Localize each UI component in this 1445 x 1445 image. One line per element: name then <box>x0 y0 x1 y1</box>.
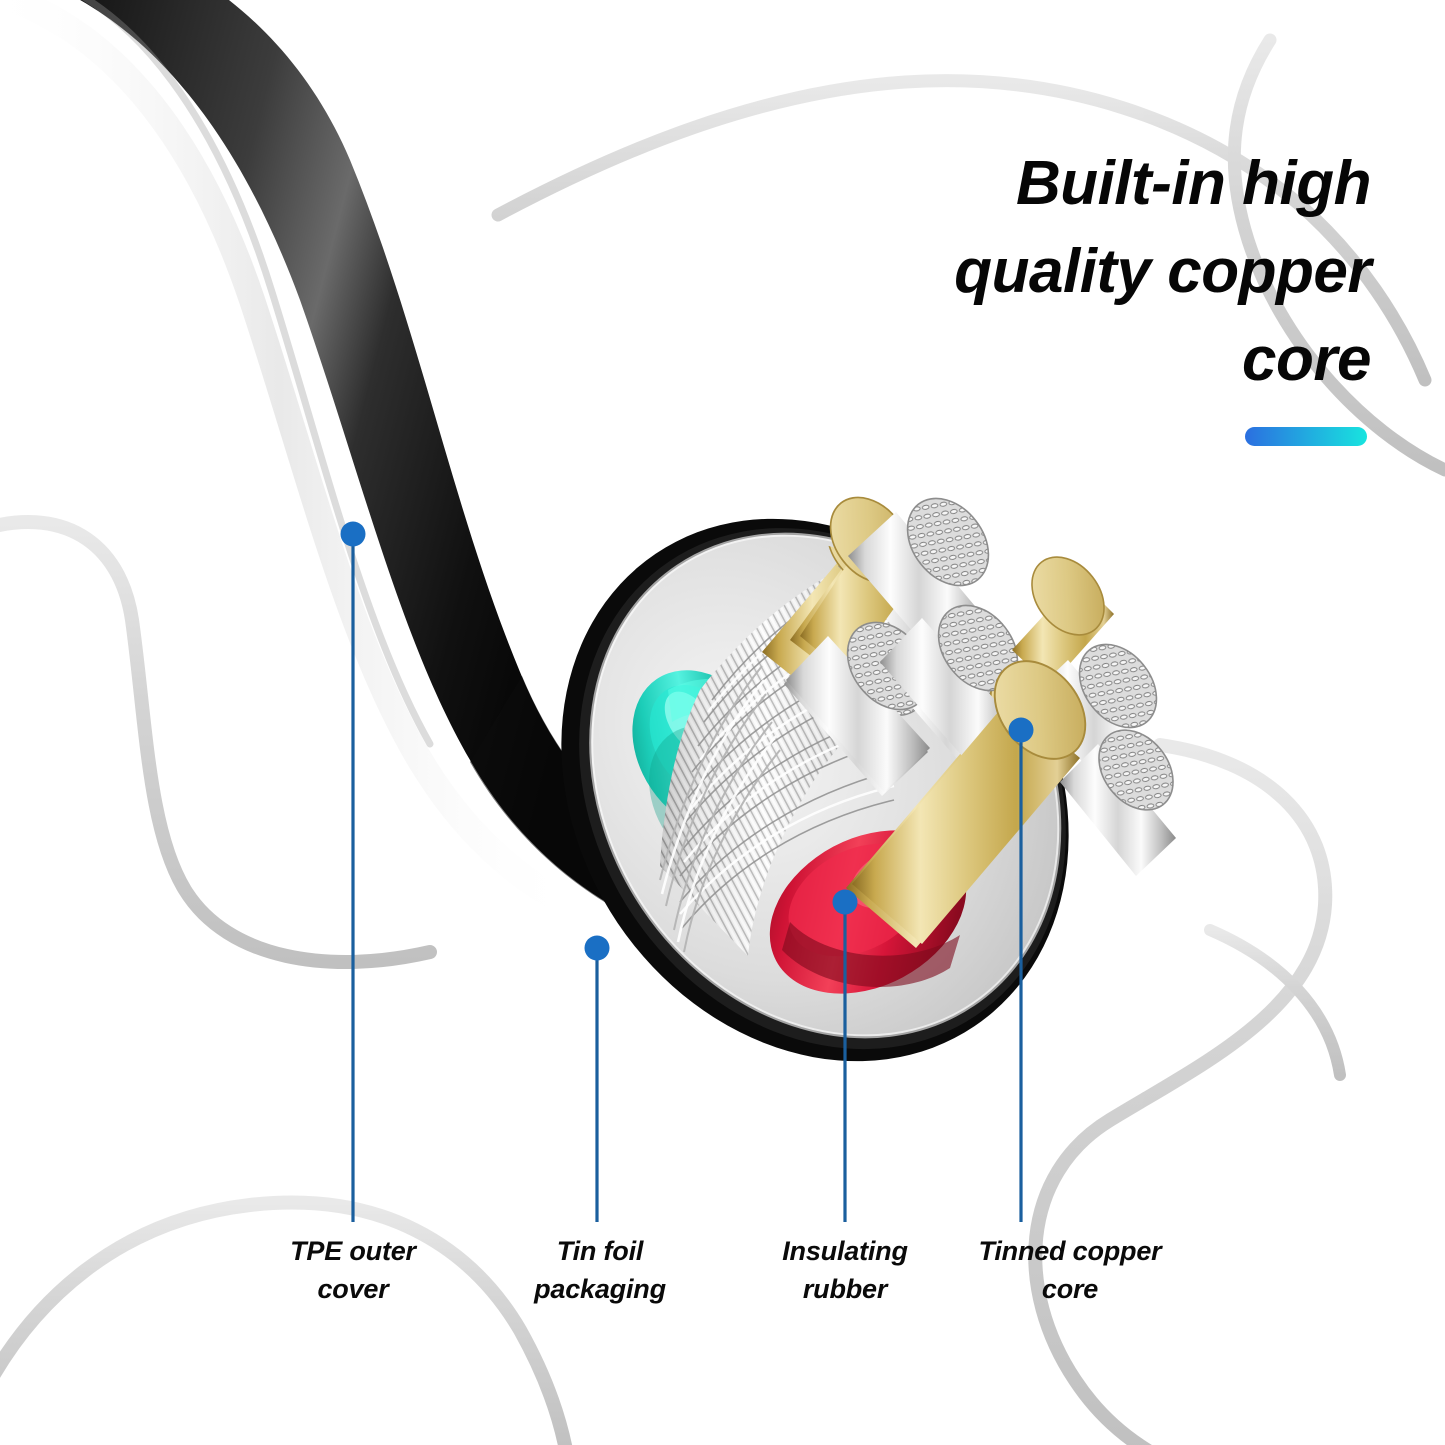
callout-lines <box>351 534 1023 1222</box>
callout-dot-tinned-copper-core <box>1008 717 1034 743</box>
callout-dot-tin-foil-packaging <box>584 935 610 961</box>
callout-dots <box>340 521 1034 961</box>
callout-label-insulating-rubber: Insulating rubber <box>782 1236 908 1305</box>
foil-strand-fan <box>659 665 781 953</box>
callout-label-tin-foil-packaging: Tin foil packaging <box>534 1236 666 1305</box>
accent-gradient-bar <box>1245 427 1367 446</box>
cable-cross-section <box>561 496 1176 1110</box>
callout-label-tinned-copper-core: Tinned copper core <box>978 1236 1162 1305</box>
protruding-bundles <box>786 496 1176 944</box>
page-title: Built-in high quality copper core <box>954 149 1371 395</box>
callout-dot-insulating-rubber <box>832 889 858 915</box>
callout-dot-tpe-outer-cover <box>340 521 366 547</box>
callout-label-tpe-outer-cover: TPE outer cover <box>290 1236 416 1305</box>
